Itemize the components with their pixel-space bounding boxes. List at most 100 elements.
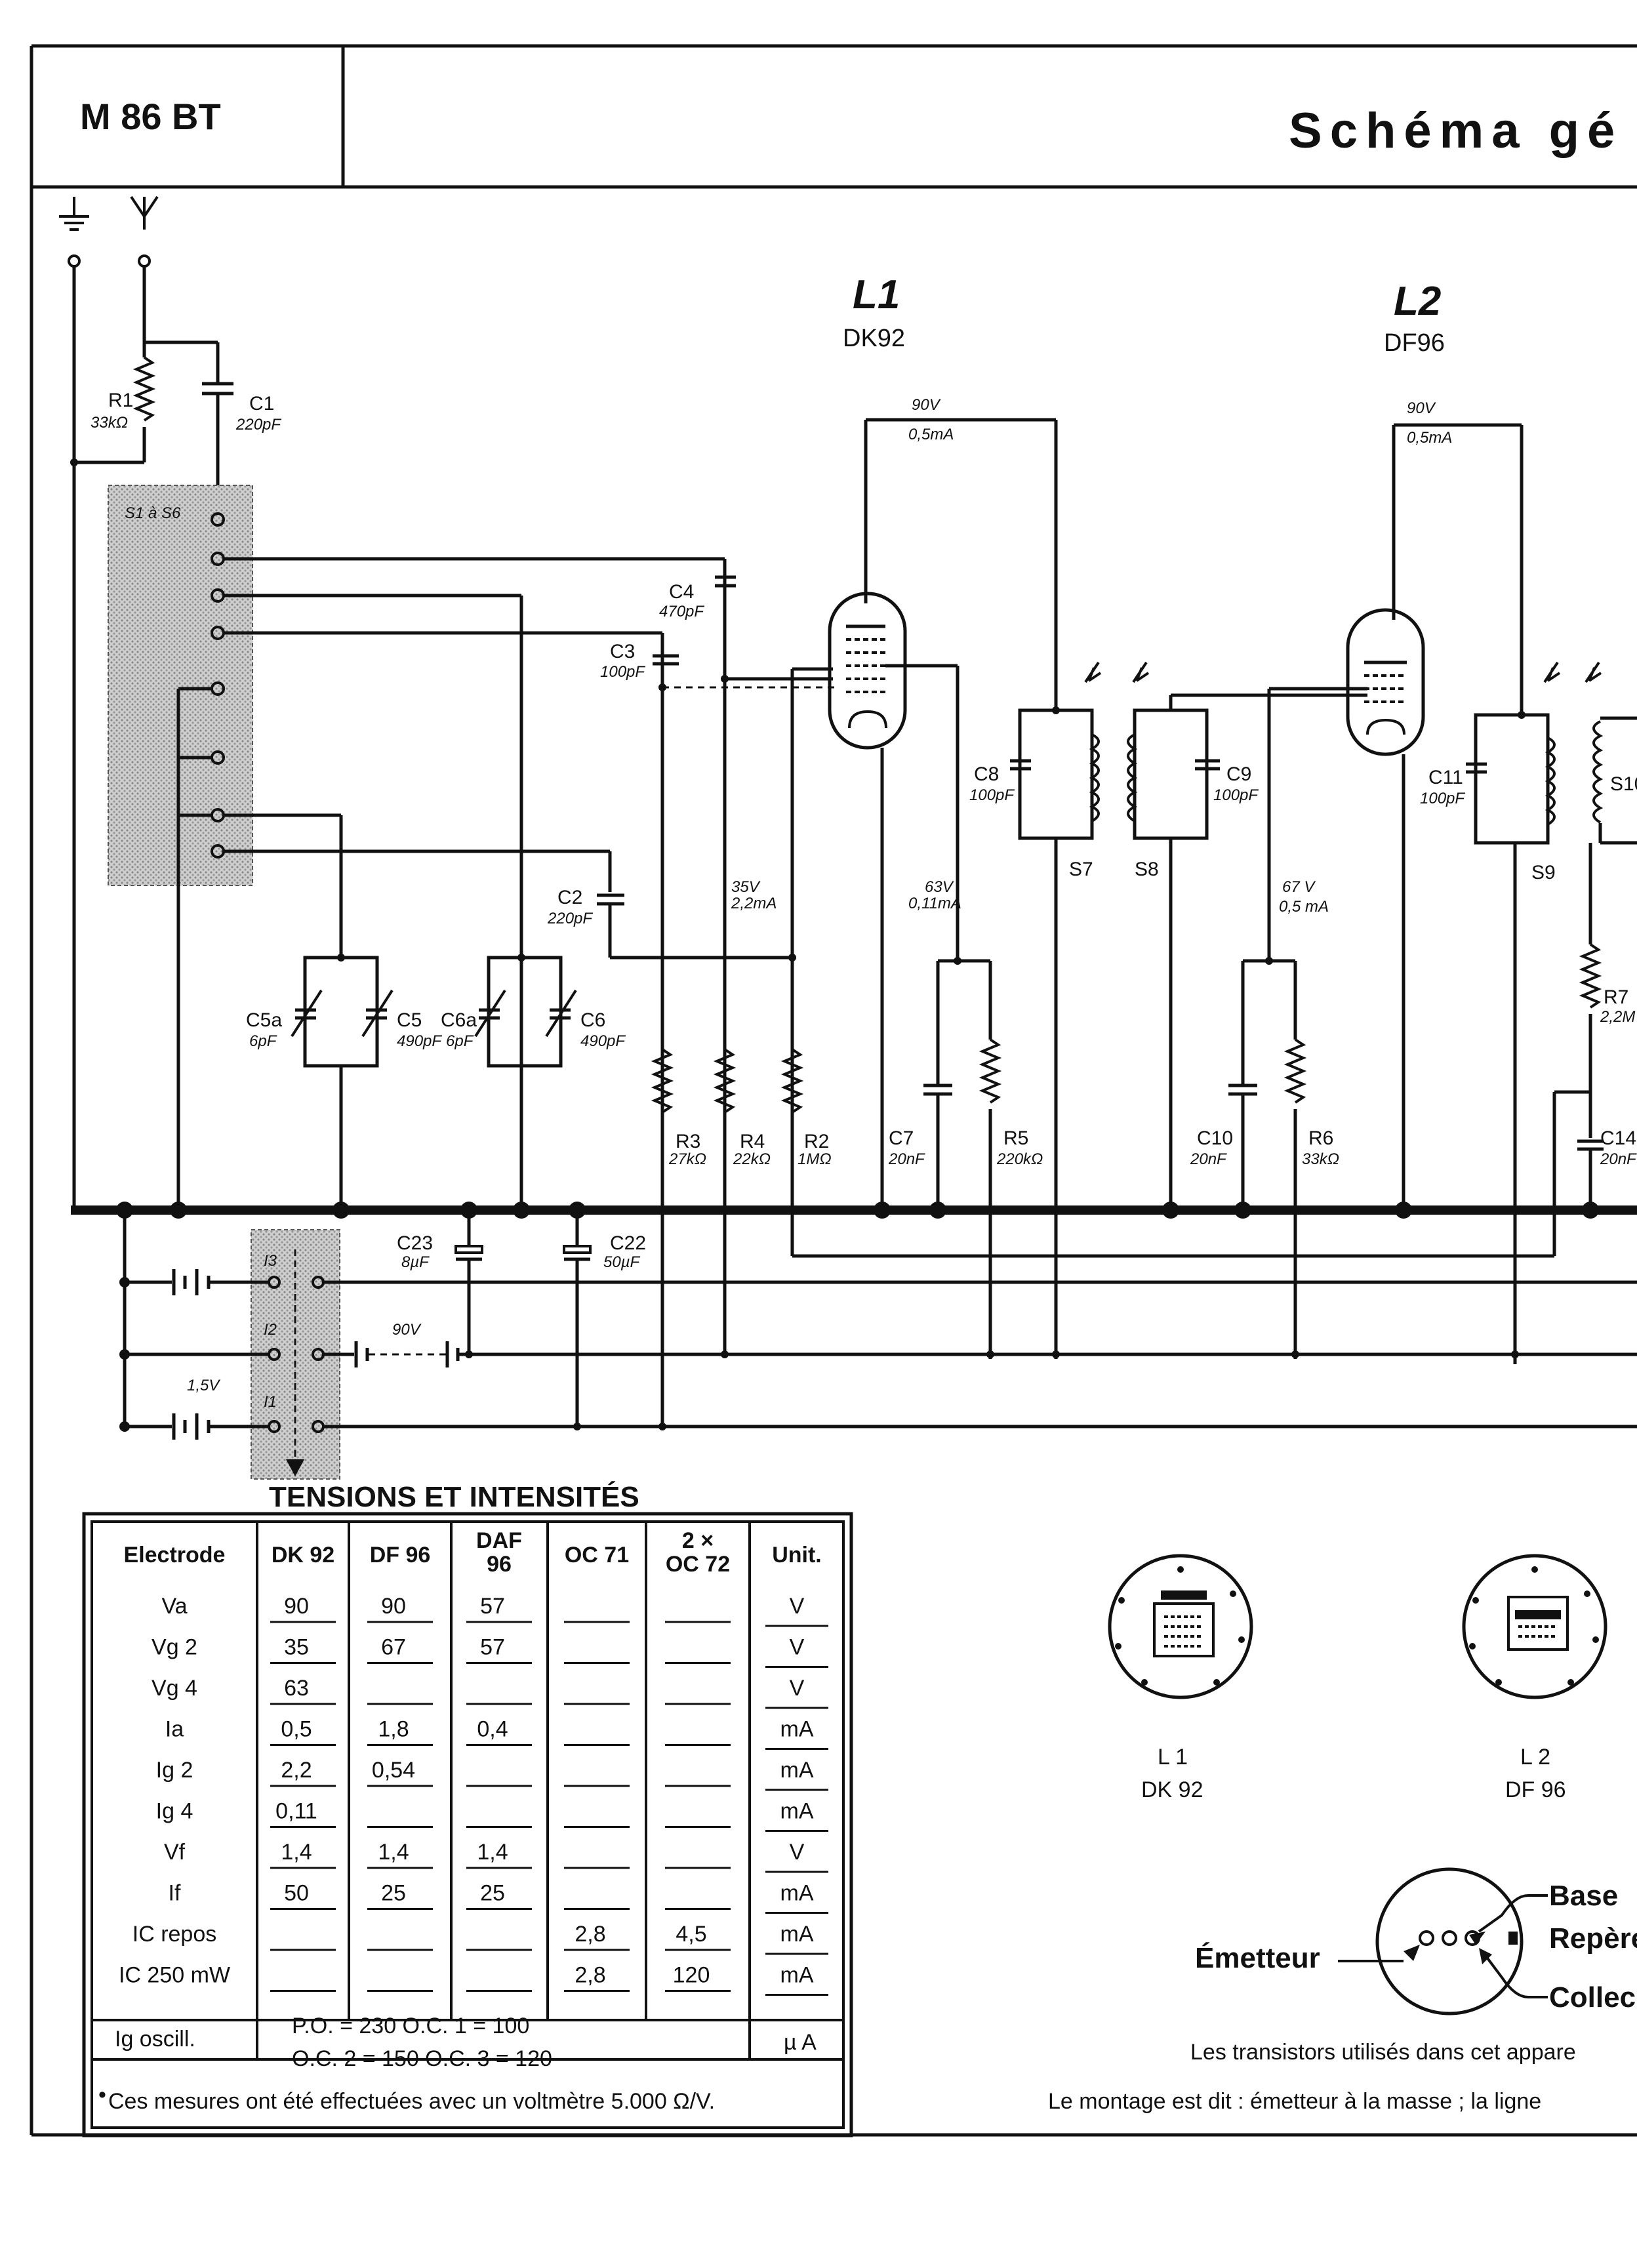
tube-L1-voltage: 90V bbox=[912, 396, 941, 414]
label-S8: S8 bbox=[1135, 859, 1159, 880]
tube-base-L1 bbox=[1108, 1554, 1253, 1699]
label-C10: C10 bbox=[1197, 1127, 1233, 1149]
label-R2: R2 bbox=[804, 1131, 829, 1152]
transistor-pinout bbox=[1338, 1867, 1548, 2015]
tube-L1-type: DK92 bbox=[843, 325, 905, 352]
table-header-cell: 2 × bbox=[682, 1528, 714, 1553]
value-R1: 33kΩ bbox=[91, 414, 128, 432]
table-row-label: Va bbox=[161, 1594, 187, 1619]
table-cell: 2,2 bbox=[281, 1758, 312, 1783]
value-C5: 490pF bbox=[397, 1032, 442, 1050]
label-R6: R6 bbox=[1308, 1127, 1333, 1149]
value-C5a: 6pF bbox=[249, 1032, 277, 1050]
value-C10: 20nF bbox=[1190, 1150, 1227, 1168]
tank-C8-S7 bbox=[1018, 708, 1094, 840]
label-C9: C9 bbox=[1226, 763, 1251, 785]
battery-ht bbox=[354, 1341, 460, 1367]
tube-L2-current: 0,5mA bbox=[1407, 429, 1452, 447]
value-R5: 220kΩ bbox=[996, 1150, 1043, 1168]
transistor-collector-label: Collec bbox=[1549, 1981, 1636, 2014]
value-C6: 490pF bbox=[580, 1032, 626, 1050]
value-R3: 27kΩ bbox=[668, 1150, 706, 1168]
ground-icon bbox=[59, 197, 89, 231]
value-battery-ht: 90V bbox=[392, 1321, 422, 1339]
footnote-bullet: • bbox=[98, 2082, 106, 2107]
label-C5: C5 bbox=[397, 1009, 422, 1031]
table-header-cell: OC 72 bbox=[666, 1552, 730, 1577]
table-row-label: Ia bbox=[165, 1717, 184, 1742]
table-cell: mA bbox=[780, 1717, 814, 1742]
table-header-cell: 96 bbox=[487, 1552, 512, 1577]
value-C22: 50µF bbox=[603, 1253, 641, 1271]
table-cell: mA bbox=[780, 1758, 814, 1783]
label-C22: C22 bbox=[610, 1232, 646, 1254]
table-cell: 2,8 bbox=[575, 1922, 605, 1947]
value-R2: 1MΩ bbox=[798, 1150, 832, 1168]
value-C6a: 6pF bbox=[446, 1032, 474, 1050]
table-row-label: Ig 4 bbox=[156, 1799, 193, 1824]
anno-0-5ma: 0,5 mA bbox=[1279, 898, 1329, 916]
table-row-label: If bbox=[169, 1881, 181, 1906]
value-C1: 220pF bbox=[235, 416, 281, 434]
tube-L1-current: 0,5mA bbox=[908, 426, 954, 443]
label-R5: R5 bbox=[1003, 1127, 1028, 1149]
coil-S8 bbox=[1127, 733, 1138, 822]
table-cell: 120 bbox=[673, 1963, 710, 1988]
table-cell: mA bbox=[780, 1799, 814, 1824]
table-cell: 67 bbox=[381, 1635, 406, 1660]
value-C9: 100pF bbox=[1213, 786, 1259, 804]
label-C8: C8 bbox=[974, 763, 999, 785]
label-R4: R4 bbox=[740, 1131, 765, 1152]
label-R3: R3 bbox=[676, 1131, 700, 1152]
table-row-label: IC 250 mW bbox=[119, 1963, 230, 1988]
tube-base-L2 bbox=[1462, 1554, 1607, 1699]
transistor-base-label: Base bbox=[1549, 1880, 1618, 1912]
table-header-cell: Unit. bbox=[772, 1543, 822, 1568]
table-header-cell: DAF bbox=[476, 1528, 522, 1553]
base-L2-type: DF 96 bbox=[1505, 1777, 1566, 1802]
table-cell: 1,4 bbox=[281, 1840, 312, 1865]
coil-S9 bbox=[1545, 737, 1556, 826]
label-C6a: C6a bbox=[441, 1009, 477, 1031]
tube-L1-name: L1 bbox=[853, 272, 900, 317]
page-title: Schéma gé bbox=[1289, 103, 1623, 159]
table-row-label: Vg 2 bbox=[152, 1635, 197, 1660]
tube-L1-envelope bbox=[828, 592, 907, 750]
resistor-R1 bbox=[132, 356, 156, 422]
osc-label: Ig oscill. bbox=[115, 2027, 195, 2052]
antenna-icon bbox=[130, 195, 159, 230]
label-S7: S7 bbox=[1069, 859, 1093, 880]
transistor-note-1: Les transistors utilisés dans cet appare bbox=[1190, 2040, 1576, 2065]
table-cell: 57 bbox=[480, 1594, 505, 1619]
label-S10: S10 bbox=[1610, 773, 1637, 795]
transistor-note-2: Le montage est dit : émetteur à la masse… bbox=[1048, 2089, 1541, 2114]
value-C7: 20nF bbox=[888, 1150, 925, 1168]
table-header-cell: Electrode bbox=[124, 1543, 226, 1568]
coil-S10 bbox=[1592, 720, 1604, 824]
resistor-R4 bbox=[713, 1048, 737, 1114]
table-footnote: Ces mesures ont été effectuées avec un v… bbox=[108, 2089, 715, 2114]
table-cell: V bbox=[790, 1594, 805, 1619]
table-header-cell: DK 92 bbox=[272, 1543, 334, 1568]
table-cell: V bbox=[790, 1635, 805, 1660]
label-C23: C23 bbox=[397, 1232, 433, 1254]
osc-unit: µ A bbox=[784, 2030, 817, 2055]
anno-35v: 35V bbox=[731, 878, 761, 896]
table-cell: 90 bbox=[381, 1594, 406, 1619]
label-C3: C3 bbox=[610, 641, 635, 662]
value-C11: 100pF bbox=[1420, 790, 1465, 807]
resistor-R7 bbox=[1579, 943, 1602, 1009]
table-cell: V bbox=[790, 1840, 805, 1865]
table-cell: mA bbox=[780, 1922, 814, 1947]
tube-L2-voltage: 90V bbox=[1407, 399, 1436, 417]
resistor-R2 bbox=[780, 1048, 804, 1114]
label-C2: C2 bbox=[557, 887, 582, 908]
table-cell: V bbox=[790, 1676, 805, 1701]
table-row-label: Vg 4 bbox=[152, 1676, 197, 1701]
value-R4: 22kΩ bbox=[733, 1150, 771, 1168]
coil-S7 bbox=[1089, 733, 1100, 822]
table-cell: 25 bbox=[480, 1881, 505, 1906]
value-R7: 2,2M bbox=[1600, 1008, 1635, 1026]
tube-L2-envelope bbox=[1346, 608, 1425, 756]
